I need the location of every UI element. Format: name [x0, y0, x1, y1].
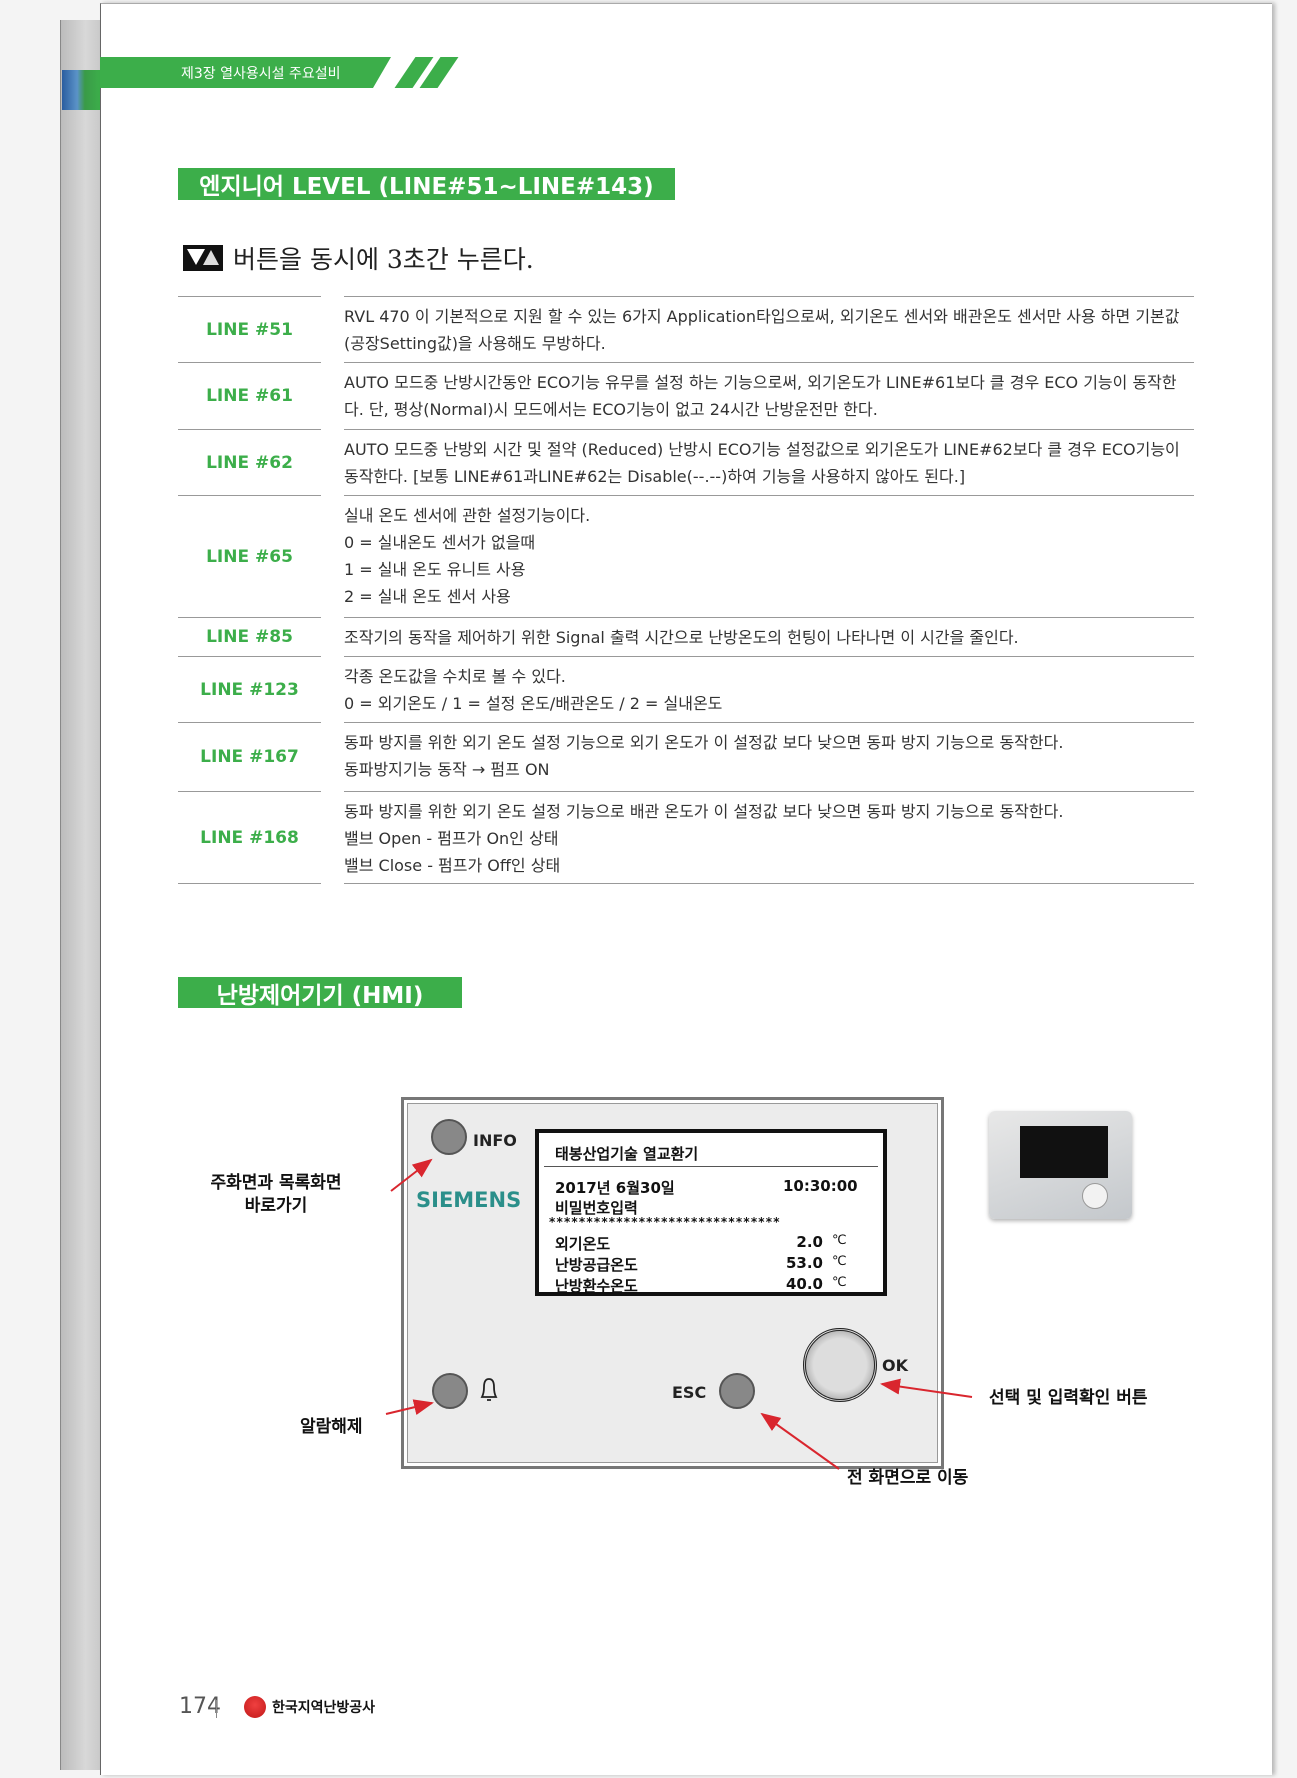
arrow-info — [390, 1158, 433, 1192]
description-line: 조작기의 동작을 제어하기 위한 Signal 출력 시간으로 난방온도의 헌팅… — [344, 628, 1019, 647]
info-label: INFO — [473, 1131, 517, 1150]
up-down-buttons-icon — [183, 245, 223, 271]
line-description: 조작기의 동작을 제어하기 위한 Signal 출력 시간으로 난방온도의 헌팅… — [344, 617, 1194, 656]
chapter-band — [100, 57, 391, 88]
publisher-name: 한국지역난방공사 — [272, 1700, 376, 1716]
line-description: 동파 방지를 위한 외기 온도 설정 기능으로 배관 온도가 이 설정값 보다 … — [344, 791, 1194, 884]
table-row: LINE #62 AUTO 모드중 난방외 시간 및 절약 (Reduced) 난… — [178, 429, 1194, 495]
line-description: 실내 온도 센서에 관한 설정기능이다. 0 = 실내온도 센서가 없을때 1 = … — [344, 495, 1194, 617]
line-description: AUTO 모드중 난방외 시간 및 절약 (Reduced) 난방시 ECO기능… — [344, 429, 1194, 495]
description-line: 실내 온도 센서에 관한 설정기능이다. — [344, 506, 591, 525]
description-line: 밸브 Close - 펌프가 Off인 상태 — [344, 856, 561, 875]
reading-unit: ℃ — [832, 1254, 847, 1269]
table-row: LINE #51 RVL 470 이 기본적으로 지원 할 수 있는 6가지 Ap… — [178, 296, 1194, 362]
hmi-display: 태봉산업기술 열교환기 2017년 6월30일 10:30:00 비밀번호입력 … — [535, 1129, 887, 1296]
section-title-engineer-level: 엔지니어 LEVEL (LINE#51~LINE#143) — [178, 168, 675, 200]
description-line: 동파 방지를 위한 외기 온도 설정 기능으로 외기 온도가 이 설정값 보다 … — [344, 733, 1064, 752]
table-row: LINE #167 동파 방지를 위한 외기 온도 설정 기능으로 외기 온도가 … — [178, 722, 1194, 791]
table-row: LINE #61 AUTO 모드중 난방시간동안 ECO기능 유무를 설정 하는 … — [178, 362, 1194, 429]
page — [100, 3, 1272, 1775]
description-line: 동파방지기능 동작 → 펌프 ON — [344, 760, 550, 779]
display-prompt: 비밀번호입력 — [555, 1199, 638, 1217]
line-label: LINE #168 — [178, 791, 321, 884]
page-number: 174 — [179, 1694, 221, 1719]
callout-esc: 전 화면으로 이동 — [847, 1468, 969, 1488]
callout-info-line: 바로가기 — [244, 1196, 308, 1216]
ok-label: OK — [882, 1356, 908, 1375]
display-time: 10:30:00 — [783, 1177, 858, 1195]
line-description: 동파 방지를 위한 외기 온도 설정 기능으로 외기 온도가 이 설정값 보다 … — [344, 722, 1194, 791]
reading-unit: ℃ — [832, 1233, 847, 1248]
reading-name: 외기온도 — [555, 1235, 611, 1253]
bell-icon — [480, 1378, 498, 1401]
password-stars: ******************************* — [549, 1215, 781, 1229]
description-line: AUTO 모드중 난방시간동안 ECO기능 유무를 설정 하는 기능으로써, 외… — [344, 373, 1177, 392]
arrow-alarm — [385, 1399, 434, 1415]
publisher-logo: 한국지역난방공사 — [244, 1696, 375, 1718]
callout-info: 주화면과 목록화면 바로가기 — [206, 1172, 346, 1218]
display-divider — [544, 1166, 878, 1167]
spine-color-mark — [62, 70, 100, 110]
reading-value: 53.0 — [785, 1254, 823, 1272]
description-line: 0 = 실내온도 센서가 없을때 — [344, 533, 536, 552]
instruction-text: 버튼을 동시에 3초간 누른다. — [233, 245, 534, 274]
table-row: LINE #65 실내 온도 센서에 관한 설정기능이다. 0 = 실내온도 센서가… — [178, 495, 1194, 617]
line-settings-table: LINE #51 RVL 470 이 기본적으로 지원 할 수 있는 6가지 Ap… — [178, 296, 1194, 884]
description-line: 다. 단, 평상(Normal)시 모드에서는 ECO기능이 없고 24시간 난… — [344, 400, 878, 419]
line-description: 각종 온도값을 수치로 볼 수 있다. 0 = 외기온도 / 1 = 설정 온도/… — [344, 656, 1194, 722]
publisher-sun-icon — [244, 1696, 266, 1718]
display-date: 2017년 6월30일 — [555, 1179, 675, 1197]
description-line: RVL 470 이 기본적으로 지원 할 수 있는 6가지 Applicatio… — [344, 307, 1180, 326]
siemens-logo: SIEMENS — [416, 1188, 522, 1212]
line-label: LINE #51 — [178, 296, 321, 362]
table-row: LINE #168 동파 방지를 위한 외기 온도 설정 기능으로 배관 온도가 … — [178, 791, 1194, 884]
line-description: RVL 470 이 기본적으로 지원 할 수 있는 6가지 Applicatio… — [344, 296, 1194, 362]
line-label: LINE #61 — [178, 362, 321, 429]
description-line: AUTO 모드중 난방외 시간 및 절약 (Reduced) 난방시 ECO기능… — [344, 440, 1180, 459]
line-label: LINE #65 — [178, 495, 321, 617]
ok-rotary-knob[interactable] — [803, 1328, 877, 1402]
line-label: LINE #85 — [178, 617, 321, 656]
instruction: 버튼을 동시에 3초간 누른다. — [183, 240, 534, 276]
table-row: LINE #123 각종 온도값을 수치로 볼 수 있다. 0 = 외기온도 / 1… — [178, 656, 1194, 722]
callout-alarm: 알람해제 — [300, 1417, 363, 1437]
line-label: LINE #167 — [178, 722, 321, 791]
reading-value: 2.0 — [796, 1233, 823, 1251]
callout-info-line: 주화면과 목록화면 — [210, 1173, 342, 1193]
reading-value: 40.0 — [785, 1275, 823, 1293]
esc-label: ESC — [672, 1383, 707, 1402]
description-line: 2 = 실내 온도 센서 사용 — [344, 587, 511, 606]
display-title: 태봉산업기술 열교환기 — [555, 1145, 699, 1163]
reading-name: 난방공급온도 — [555, 1256, 638, 1274]
chapter-title: 제3장 열사용시설 주요설비 — [181, 66, 341, 82]
arrow-ok — [880, 1378, 973, 1398]
controller-photo-screen — [1020, 1126, 1108, 1178]
reading-name: 난방환수온도 — [555, 1277, 638, 1295]
alarm-button[interactable] — [432, 1373, 468, 1409]
arrow-esc — [760, 1412, 840, 1470]
esc-button[interactable] — [719, 1373, 755, 1409]
description-line: 동파 방지를 위한 외기 온도 설정 기능으로 배관 온도가 이 설정값 보다 … — [344, 802, 1064, 821]
line-description: AUTO 모드중 난방시간동안 ECO기능 유무를 설정 하는 기능으로써, 외… — [344, 362, 1194, 429]
description-line: 동작한다. [보통 LINE#61과LINE#62는 Disable(--.--… — [344, 467, 966, 486]
description-line: (공장Setting값)을 사용해도 무방하다. — [344, 334, 606, 353]
description-line: 0 = 외기온도 / 1 = 설정 온도/배관온도 / 2 = 실내온도 — [344, 694, 723, 713]
line-label: LINE #123 — [178, 656, 321, 722]
description-line: 1 = 실내 온도 유니트 사용 — [344, 560, 526, 579]
footer-divider — [216, 1700, 217, 1718]
callout-ok: 선택 및 입력확인 버튼 — [989, 1388, 1148, 1408]
description-line: 각종 온도값을 수치로 볼 수 있다. — [344, 667, 566, 686]
reading-unit: ℃ — [832, 1275, 847, 1290]
description-line: 밸브 Open - 펌프가 On인 상태 — [344, 829, 559, 848]
table-row: LINE #85 조작기의 동작을 제어하기 위한 Signal 출력 시간으로 … — [178, 617, 1194, 656]
book-spine — [60, 20, 102, 1770]
info-button[interactable] — [431, 1119, 467, 1155]
controller-photo-knob — [1082, 1183, 1108, 1209]
section-title-hmi: 난방제어기기 (HMI) — [178, 977, 462, 1009]
line-label: LINE #62 — [178, 429, 321, 495]
